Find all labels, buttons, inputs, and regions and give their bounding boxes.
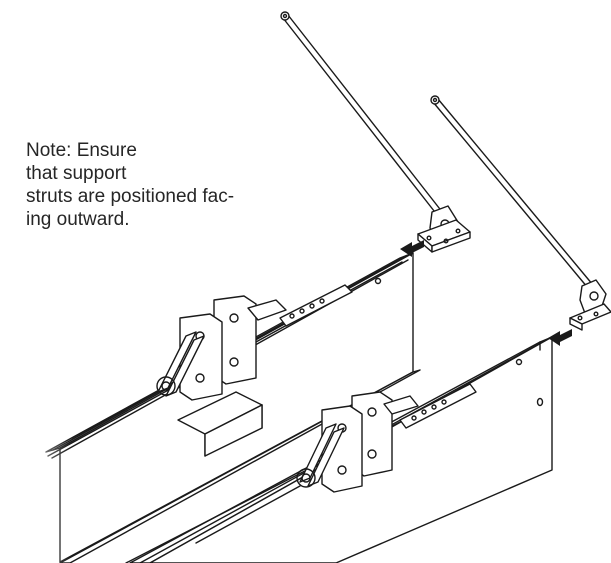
instruction-note: Note: Ensure that support struts are pos… [26, 139, 316, 231]
front-beam-bracket [195, 383, 477, 544]
note-line-4: ing outward. [26, 209, 130, 230]
support-strut-left [280, 11, 471, 253]
note-line-3: struts are positioned fac- [26, 186, 235, 207]
note-line-1: Note: Ensure [26, 140, 137, 161]
support-strut-right [430, 95, 611, 331]
rear-beam-bracket [71, 284, 353, 439]
insert-arrow-right [548, 329, 572, 346]
note-line-2: that support [26, 163, 127, 184]
insert-arrow-left [400, 240, 424, 257]
cross-brace [177, 391, 263, 457]
